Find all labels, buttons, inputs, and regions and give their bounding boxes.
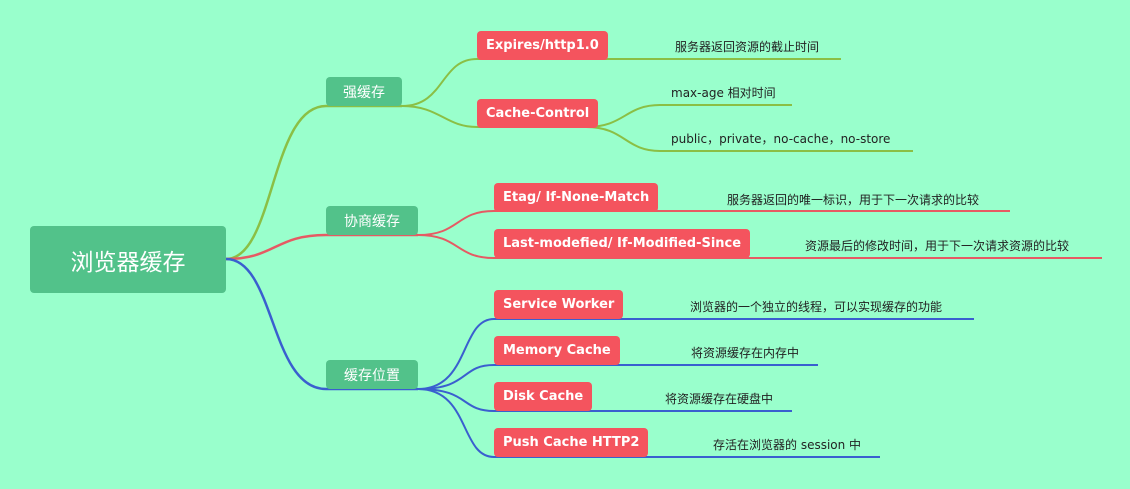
connector-location-disk (417, 388, 792, 412)
connector-location-push (417, 388, 880, 458)
leaf-last-modified[interactable]: Last-modefied/ If-Modified-Since (494, 229, 751, 258)
note-expires: 服务器返回资源的截止时间 (675, 40, 820, 54)
note-push-cache: 存活在浏览器的 session 中 (713, 438, 862, 452)
note-service-worker: 浏览器的一个独立的线程，可以实现缓存的功能 (690, 300, 943, 314)
category-strong-cache[interactable]: 强缓存 (326, 77, 402, 106)
note-last-modified: 资源最后的修改时间，用于下一次请求资源的比较 (805, 239, 1070, 253)
root-node[interactable]: 浏览器缓存 (30, 226, 226, 293)
note-disk-cache: 将资源缓存在硬盘中 (665, 392, 774, 406)
connector-negotiated-lastmod (417, 234, 1102, 259)
connector-root-strong (225, 104, 402, 261)
connector-root-location (225, 257, 418, 391)
connector-location-memory (417, 364, 818, 390)
leaf-disk-cache[interactable]: Disk Cache (494, 382, 593, 411)
leaf-etag[interactable]: Etag/ If-None-Match (494, 183, 659, 212)
leaf-expires[interactable]: Expires/http1.0 (477, 31, 608, 60)
connector-cachecontrol-public (585, 126, 913, 152)
note-public-private: public，private，no-cache，no-store (671, 132, 891, 146)
connector-cachecontrol-maxage (585, 104, 792, 128)
connector-location-sw (417, 318, 974, 390)
leaf-service-worker[interactable]: Service Worker (494, 290, 624, 319)
category-negotiated-cache[interactable]: 协商缓存 (326, 206, 418, 235)
note-memory-cache: 将资源缓存在内存中 (691, 346, 800, 360)
leaf-push-cache[interactable]: Push Cache HTTP2 (494, 428, 649, 457)
connector-strong-cachecontrol (401, 105, 586, 128)
leaf-cache-control[interactable]: Cache-Control (477, 99, 599, 128)
note-max-age: max-age 相对时间 (671, 86, 776, 100)
connector-root-negotiated (225, 233, 418, 261)
connector-negotiated-etag (417, 210, 1010, 236)
connector-strong-expires (401, 58, 841, 107)
note-etag: 服务器返回的唯一标识，用于下一次请求的比较 (727, 193, 980, 207)
category-cache-location[interactable]: 缓存位置 (326, 360, 418, 389)
leaf-memory-cache[interactable]: Memory Cache (494, 336, 620, 365)
